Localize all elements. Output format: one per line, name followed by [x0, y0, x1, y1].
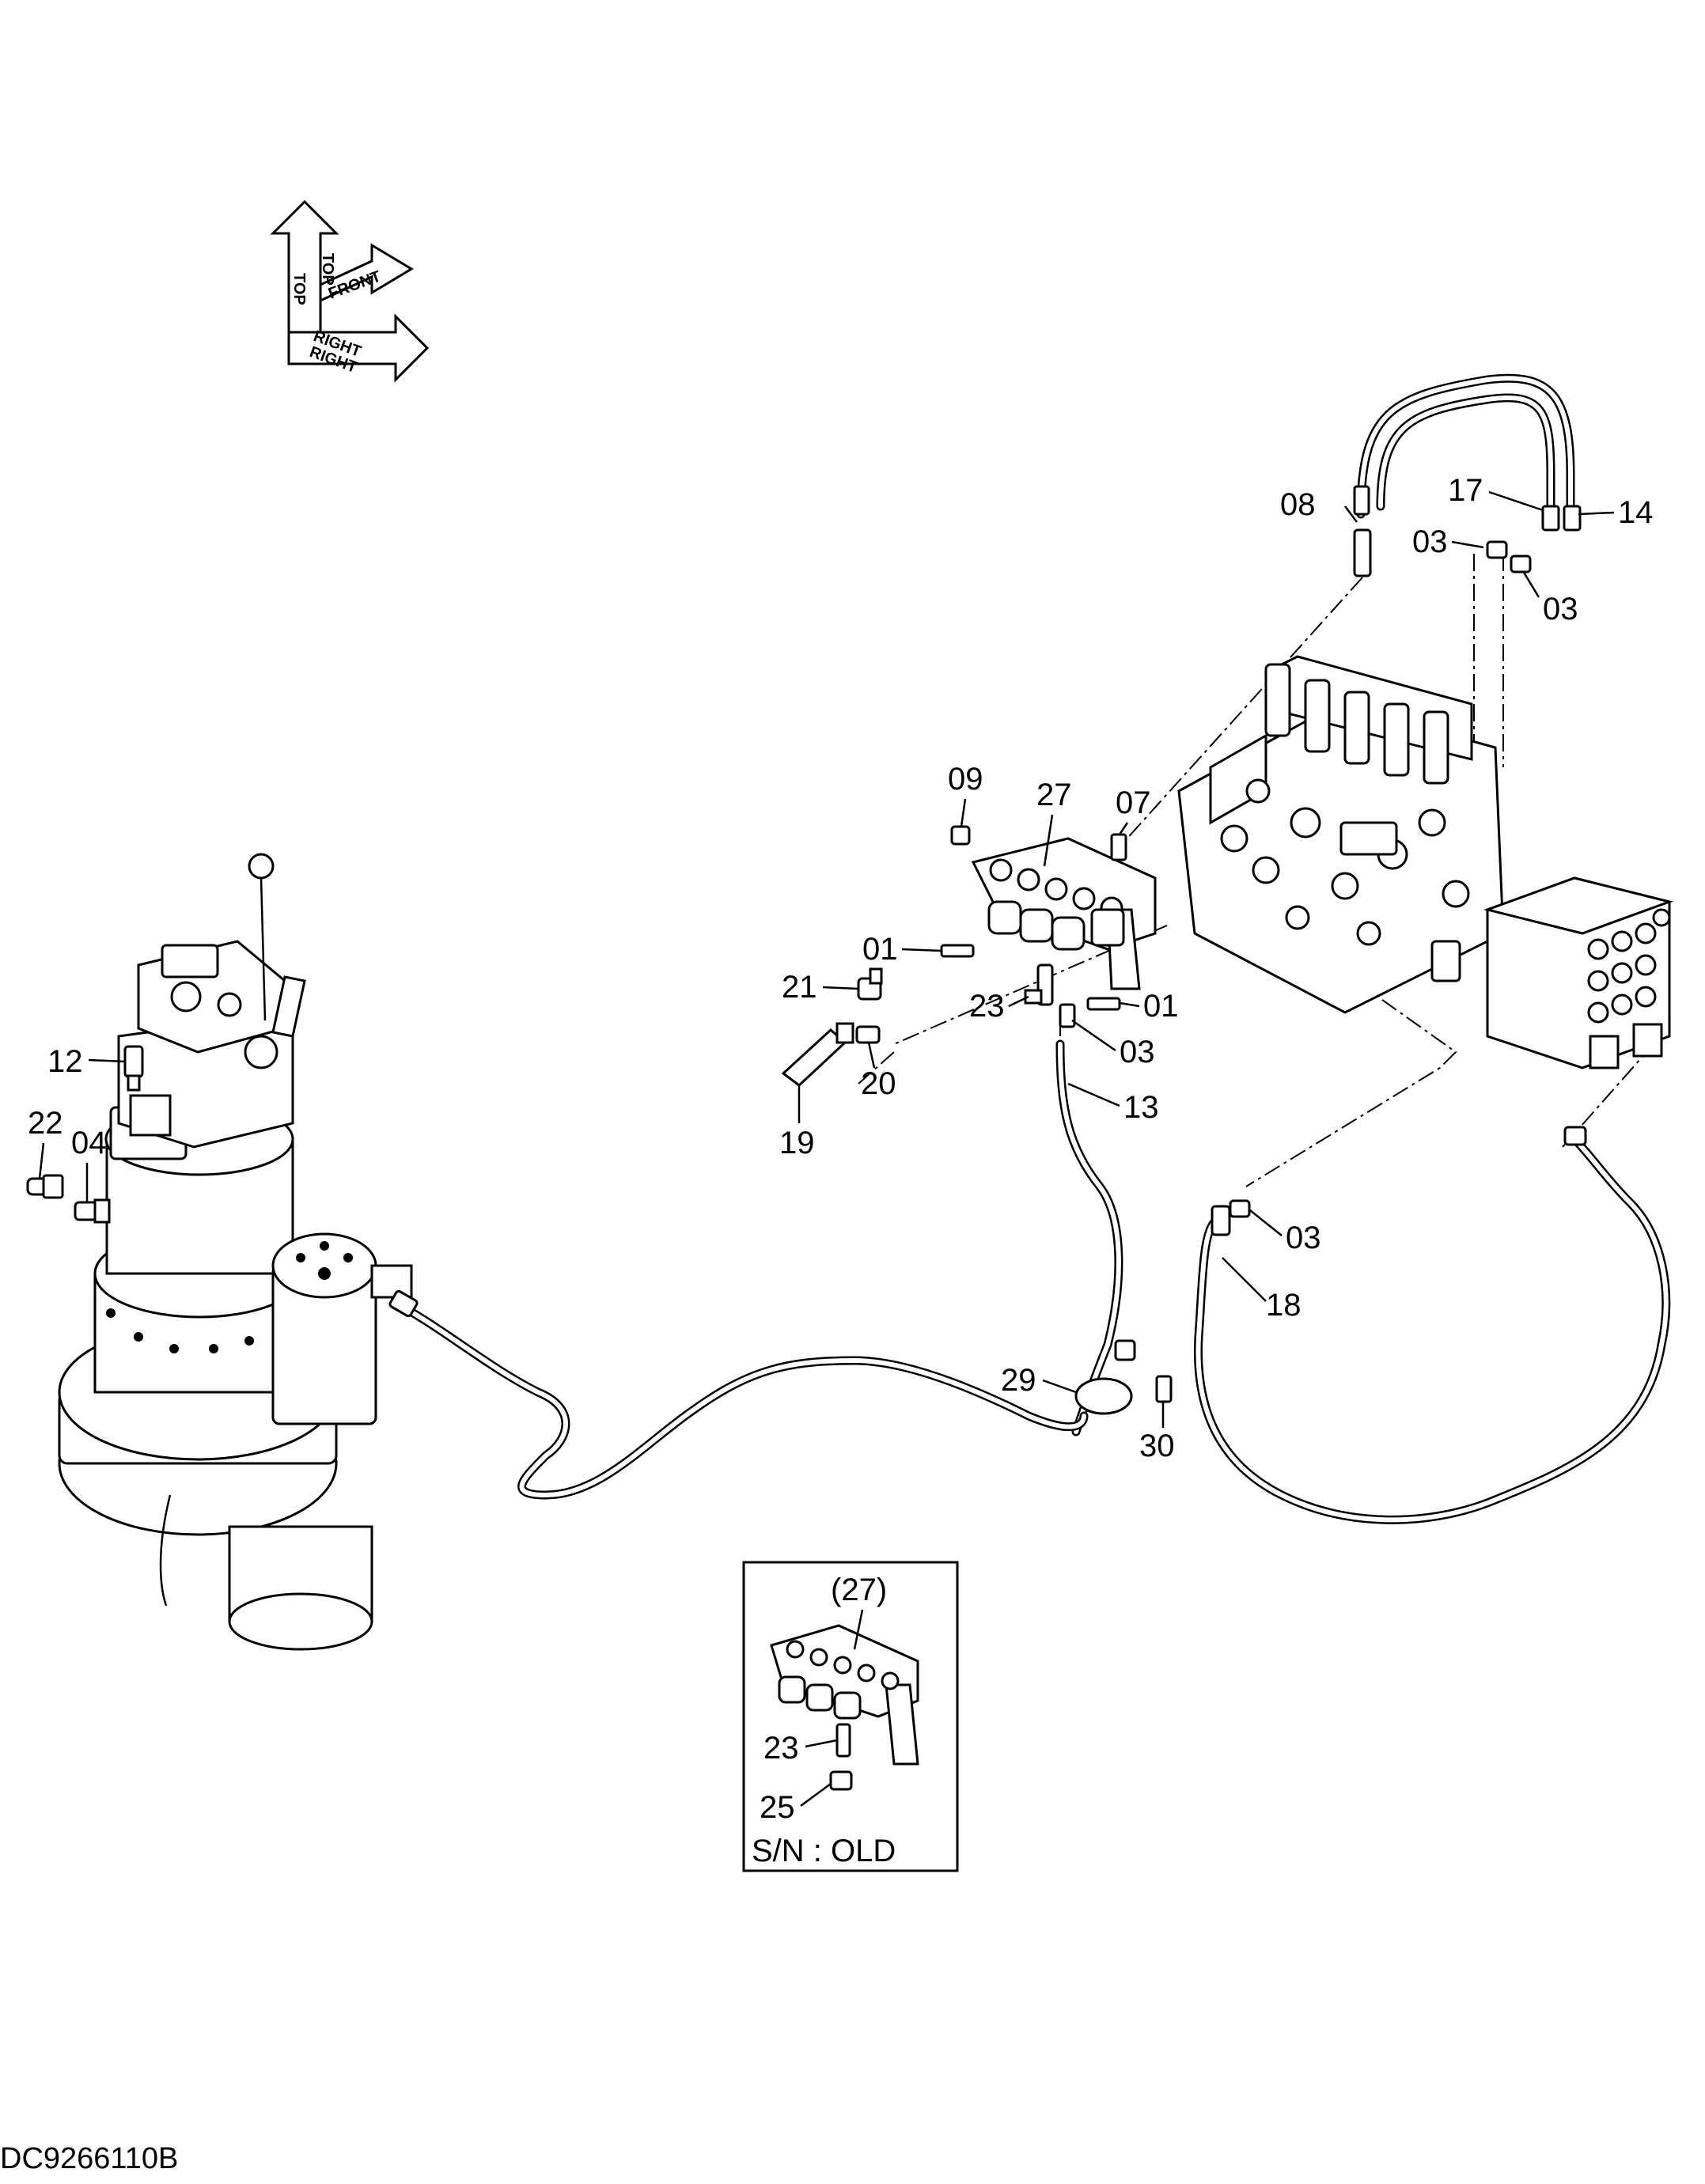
diagram-code: DC9266110B [0, 2142, 179, 2175]
callout-19: 19 [779, 1126, 815, 1160]
sensor-19 [781, 1022, 854, 1087]
bolt-01-left [940, 944, 975, 958]
hose-14-17 [1353, 373, 1582, 532]
inset-note: S/N : OLD [752, 1834, 896, 1868]
callout-13: 13 [1123, 1090, 1159, 1125]
callout-03-top-right: 03 [1543, 592, 1578, 626]
callout-18: 18 [1266, 1288, 1301, 1323]
callout-25: 25 [760, 1790, 795, 1825]
fitting-04 [74, 1198, 111, 1224]
fitting-23 [1024, 963, 1054, 1006]
fitting-03-a [1486, 540, 1508, 559]
callout-07: 07 [1116, 785, 1151, 820]
bolt-01-right [1086, 997, 1121, 1011]
callout-04: 04 [71, 1126, 107, 1160]
callout-01-left: 01 [862, 932, 898, 967]
callout-08: 08 [1280, 487, 1316, 522]
callout-17: 17 [1448, 473, 1483, 508]
control-valve [1177, 655, 1505, 1014]
fitting-03-b [1510, 555, 1532, 573]
callout-03-top-left: 03 [1412, 524, 1448, 559]
callout-27: 27 [1036, 778, 1072, 812]
callout-23: 23 [969, 989, 1005, 1024]
callout-03-mid: 03 [1120, 1035, 1155, 1069]
inset-title: (27) [831, 1573, 888, 1607]
solenoid-manifold-27 [971, 837, 1157, 990]
callout-30: 30 [1139, 1429, 1175, 1463]
fitting-20 [855, 1025, 881, 1044]
top-arrow-text-2: TOP [319, 253, 336, 286]
fitting-08 [1353, 528, 1372, 577]
fitting-03-mid [1059, 1003, 1076, 1028]
fitting-03-c [1229, 1199, 1251, 1218]
hose-18 [1193, 1126, 1671, 1524]
bolt-30 [1155, 1375, 1173, 1403]
callout-23-inset: 23 [763, 1731, 799, 1766]
fitting-07 [1110, 833, 1127, 861]
fitting-22 [26, 1174, 64, 1199]
fitting-12 [123, 1045, 144, 1092]
callout-09: 09 [948, 762, 983, 797]
callout-01-right: 01 [1143, 989, 1179, 1024]
swing-motor-assembly [58, 853, 413, 1651]
inset-box [742, 1561, 959, 1872]
callout-14: 14 [1618, 495, 1654, 530]
clamp-29 [1074, 1339, 1136, 1415]
auxiliary-valve [1483, 876, 1674, 1069]
long-hose [388, 1289, 1089, 1500]
hose-13 [1055, 1039, 1123, 1436]
callout-29: 29 [1001, 1363, 1036, 1398]
orientation-arrows: TOP TOP FRONT RIGHT RIGHT [270, 199, 430, 383]
callout-20: 20 [861, 1066, 896, 1101]
callout-22: 22 [28, 1106, 63, 1141]
callout-21: 21 [782, 970, 817, 1005]
callout-03-lower: 03 [1286, 1221, 1321, 1255]
top-arrow-text: TOP [290, 273, 308, 305]
fitting-09 [950, 825, 971, 846]
callout-12: 12 [47, 1044, 83, 1079]
fitting-21 [857, 967, 883, 1001]
